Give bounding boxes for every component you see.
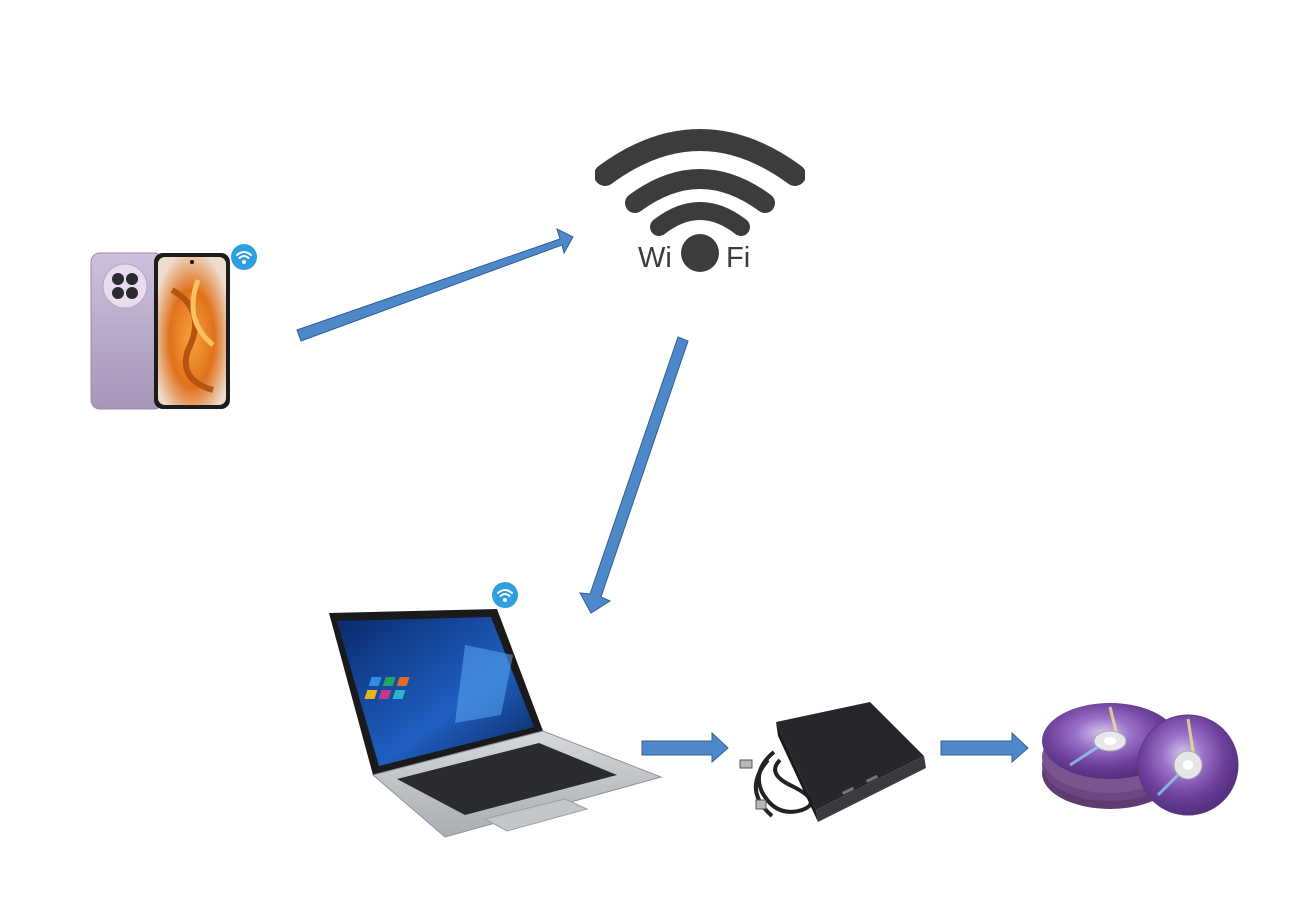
laptop-wifi-badge (492, 582, 518, 608)
smartphone-icon (90, 252, 230, 410)
arrow-drive-to-discs (940, 731, 1029, 764)
arrow-laptop-to-drive (641, 731, 729, 764)
external-dvd-drive-icon (739, 702, 926, 822)
wifi-logo (594, 125, 806, 285)
wifi-badge-icon (236, 251, 252, 264)
wifi-label-left: Wi (638, 242, 672, 274)
arrow-phone-to-wifi (296, 228, 574, 342)
wifi-logo-icon (594, 129, 806, 272)
dvd-discs-icon (1042, 703, 1239, 816)
laptop-icon (329, 609, 663, 838)
laptop (325, 605, 665, 845)
wifi-badge-icon (497, 589, 513, 602)
phone-wifi-badge (231, 244, 257, 270)
arrow-wifi-to-laptop (579, 336, 689, 614)
dvd-discs (1040, 695, 1245, 820)
external-dvd-drive (732, 700, 932, 828)
wifi-label-right: Fi (726, 242, 751, 274)
smartphone (88, 250, 233, 412)
